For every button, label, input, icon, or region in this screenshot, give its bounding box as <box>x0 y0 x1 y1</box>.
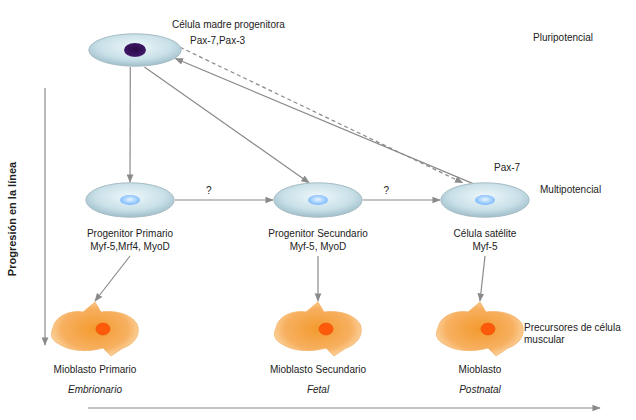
node-label: Célula madre progenitora <box>172 19 285 31</box>
cell-shape <box>88 33 182 67</box>
myoblast-shape <box>45 298 145 358</box>
myoblast: Mioblasto SecundarioFetal <box>268 298 368 358</box>
lineage-axis <box>44 88 45 345</box>
potency-label: Multipotencial <box>540 184 601 196</box>
axis-label: Progresión en la línea <box>6 149 18 289</box>
node-label: Célula satélite <box>454 228 517 240</box>
node-label: Progenitor Secundario <box>268 228 368 240</box>
node-label: Myf-5 <box>473 241 498 253</box>
arrow-connector <box>144 67 309 183</box>
potency-label: Pluripotencial <box>533 32 593 44</box>
dashed-arrow <box>180 47 462 182</box>
node-label: Mioblasto Secundario <box>270 364 366 376</box>
stem-cell: Célula madre progenitoraPax-7,Pax-3 <box>88 33 182 67</box>
arrow-connector <box>363 199 440 200</box>
arrow-connector <box>175 199 273 200</box>
node-label: Mioblasto <box>459 364 502 376</box>
myoblast-shape <box>268 298 368 358</box>
cell-shape <box>85 182 175 218</box>
stage-label: Embrionario <box>68 384 122 396</box>
node-label: Pax-7,Pax-3 <box>190 35 245 47</box>
myoblast: Mioblasto PrimarioEmbrionario <box>45 298 145 358</box>
stage-label: Fetal <box>307 384 329 396</box>
edge-label: ? <box>382 185 392 196</box>
arrow-connector <box>480 256 485 301</box>
myoblast: MioblastoPostnatal <box>430 298 530 358</box>
satellite-cell: Pax-7Célula satéliteMyf-5 <box>440 182 530 218</box>
arrow-connector <box>129 67 131 182</box>
arrow-connector <box>317 256 318 301</box>
node-label: Pax-7 <box>494 162 520 174</box>
arrow-connector <box>175 59 476 185</box>
potency-label: Precursores de célula muscular <box>524 322 628 346</box>
node-label: Myf-5,Mrf4, MyoD <box>90 241 169 253</box>
stage-label: Postnatal <box>459 384 501 396</box>
myoblast-shape <box>430 298 530 358</box>
time-axis <box>88 407 600 408</box>
node-label: Myf-5, MyoD <box>290 241 347 253</box>
cell-shape <box>440 182 530 218</box>
node-label: Mioblasto Primario <box>54 364 137 376</box>
node-label: Progenitor Primario <box>87 228 173 240</box>
cell-shape <box>273 182 363 218</box>
edge-label: ? <box>204 185 214 196</box>
progenitor-cell: Progenitor PrimarioMyf-5,Mrf4, MyoD <box>85 182 175 218</box>
progenitor-cell: Progenitor SecundarioMyf-5, MyoD <box>273 182 363 218</box>
arrow-connector <box>95 256 130 301</box>
